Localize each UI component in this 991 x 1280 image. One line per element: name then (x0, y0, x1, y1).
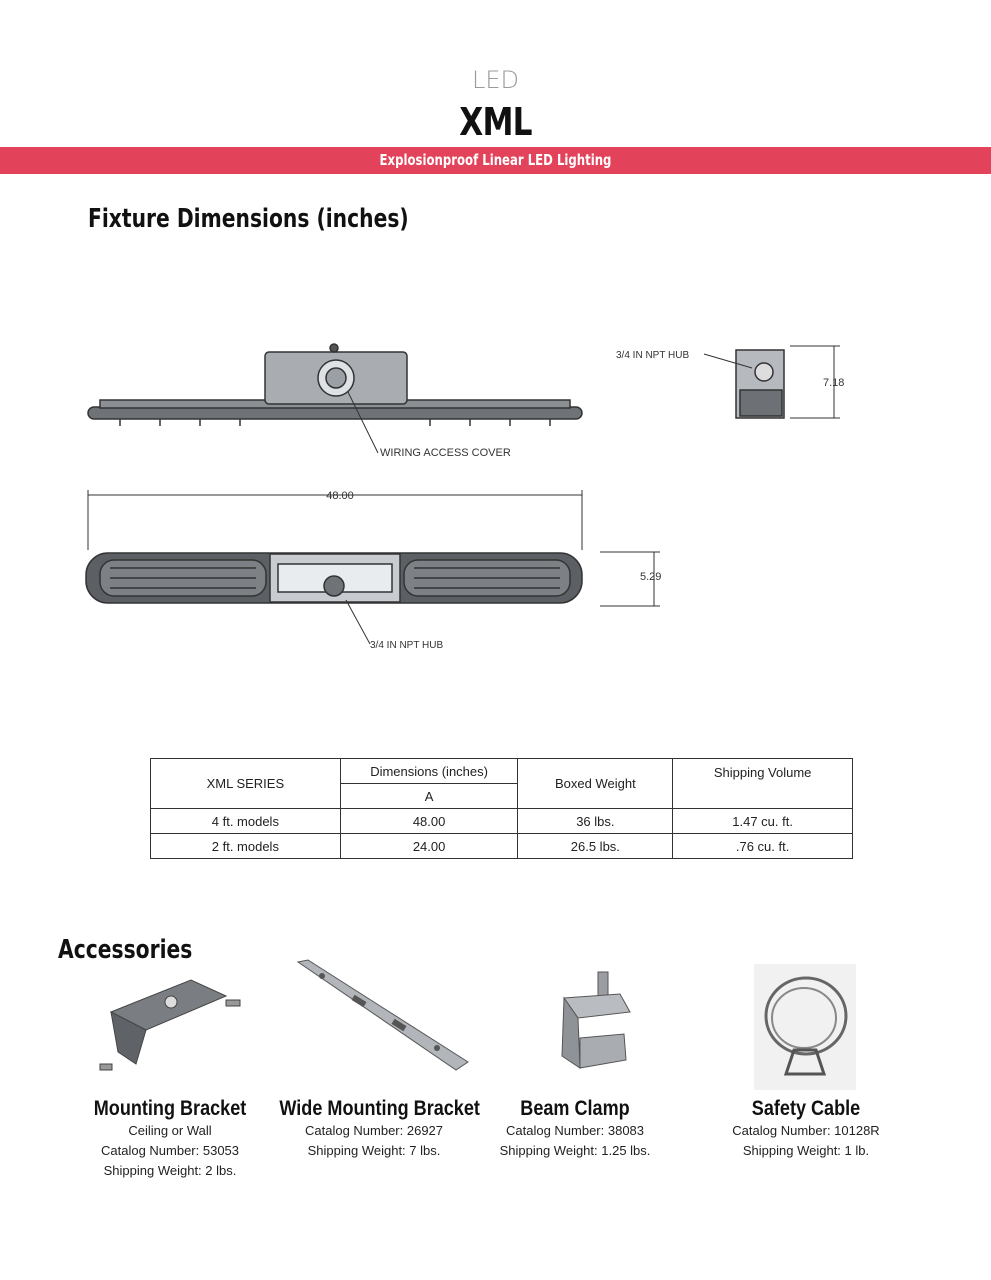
accessory-name: Mounting Bracket (93, 1097, 247, 1120)
accessory-safety-cable: Safety Cable Catalog Number: 10128R Ship… (696, 1097, 916, 1161)
table-header-weight: Boxed Weight (517, 758, 674, 809)
fixture-end-view (735, 349, 785, 419)
fixture-top-view (85, 552, 583, 604)
safety-cable-icon (754, 964, 856, 1090)
table-cell-weight: 36 lbs. (517, 808, 674, 834)
accessory-beam-clamp: Beam Clamp Catalog Number: 38083 Shippin… (465, 1097, 685, 1161)
table-header-dimension-a: A (339, 783, 519, 809)
fixture-drawing: WIRING ACCESS COVER 3/4 IN NPT HUB 7.18 … (85, 343, 844, 651)
npt-hub-bottom-label: 3/4 IN NPT HUB (370, 640, 443, 651)
accessory-shipping-weight: Shipping Weight: 7 lbs. (307, 1143, 441, 1158)
table-header-volume: Shipping Volume (672, 758, 853, 809)
header-band (0, 147, 991, 174)
accessory-catalog-number: Catalog Number: 38083 (505, 1123, 645, 1138)
table-row: 4 ft. models 48.00 36 lbs. 1.47 cu. ft. (150, 808, 853, 834)
npt-hub-side-label: 3/4 IN NPT HUB (616, 350, 689, 361)
accessory-shipping-weight: Shipping Weight: 1.25 lbs. (499, 1143, 651, 1158)
accessory-name: Wide Mounting Bracket (279, 1097, 480, 1120)
mounting-bracket-icon (99, 979, 241, 1071)
table-header-dimensions: Dimensions (inches) (339, 758, 519, 784)
table-cell-volume: .76 cu. ft. (672, 833, 853, 859)
accessory-catalog-number: Catalog Number: 10128R (732, 1123, 880, 1138)
accessory-detail: Ceiling or Wall (128, 1123, 212, 1138)
accessory-name: Beam Clamp (520, 1097, 630, 1120)
wiring-cover-label: WIRING ACCESS COVER (380, 447, 511, 459)
accessory-mounting-bracket: Mounting Bracket Ceiling or Wall Catalog… (60, 1097, 280, 1181)
accessories-title: Accessories (58, 935, 193, 965)
header-category: LED (471, 66, 519, 94)
accessory-catalog-number: Catalog Number: 26927 (304, 1123, 444, 1138)
table-cell-volume: 1.47 cu. ft. (672, 808, 853, 834)
fixture-dimensions-title: Fixture Dimensions (inches) (88, 204, 409, 234)
fixture-side-view (87, 343, 583, 426)
accessory-catalog-number: Catalog Number: 53053 (100, 1143, 240, 1158)
accessory-wide-mounting-bracket: Wide Mounting Bracket Catalog Number: 26… (264, 1097, 484, 1161)
table-cell-dimension: 24.00 (339, 833, 519, 859)
beam-clamp-icon (561, 971, 631, 1069)
accessory-name: Safety Cable (751, 1097, 861, 1120)
table-cell-weight: 26.5 lbs. (517, 833, 674, 859)
spec-table: XML SERIES Dimensions (inches) Boxed Wei… (150, 758, 853, 859)
table-cell-dimension: 48.00 (339, 808, 519, 834)
accessory-shipping-weight: Shipping Weight: 2 lbs. (103, 1163, 237, 1178)
table-cell-model: 4 ft. models (150, 808, 341, 834)
width-dimension: 5.29 (640, 571, 661, 583)
table-row: 2 ft. models 24.00 26.5 lbs. .76 cu. ft. (150, 833, 853, 859)
wide-bracket-icon (296, 959, 469, 1071)
accessory-shipping-weight: Shipping Weight: 1 lb. (742, 1143, 870, 1158)
height-dimension: 7.18 (823, 377, 844, 389)
length-dimension: 48.00 (326, 490, 354, 502)
product-title: XML (459, 100, 532, 144)
table-cell-model: 2 ft. models (150, 833, 341, 859)
table-header-series: XML SERIES (150, 758, 341, 809)
product-tagline: Explosionproof Linear LED Lighting (379, 151, 612, 169)
